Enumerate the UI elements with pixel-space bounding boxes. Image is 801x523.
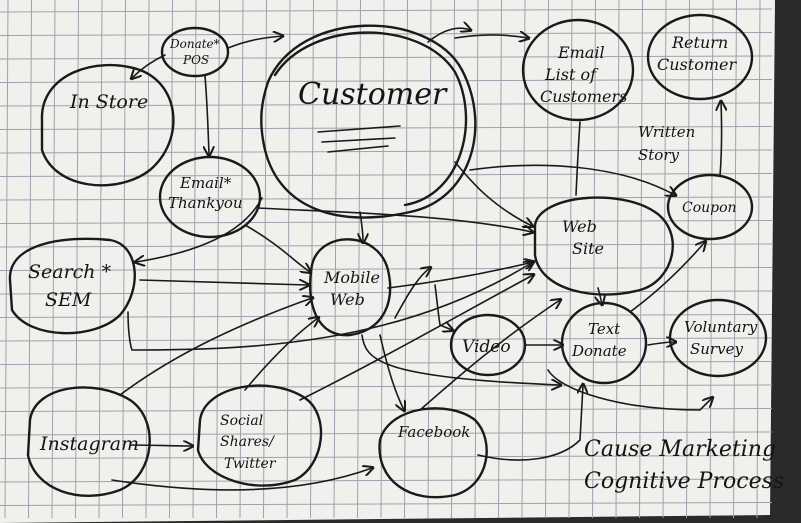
node-donate-pos-line2: POS — [182, 53, 209, 67]
node-written-story-line2: Story — [638, 146, 680, 164]
node-social-shares-line2: Shares/ — [220, 434, 275, 450]
node-return-customer-line1: Return — [671, 33, 728, 52]
node-coupon-label: Coupon — [682, 200, 737, 216]
node-social-shares: Social Shares/ Twitter — [196, 384, 323, 487]
node-email-list-line3: Customers — [540, 87, 627, 106]
node-written-story: Written Story — [638, 123, 695, 164]
node-email-thankyou: Email* Thankyou — [158, 155, 262, 239]
node-social-shares-line3: Twitter — [224, 456, 277, 472]
node-text-donate-line1: Text — [588, 320, 621, 338]
node-donate-pos-line1: Donate* — [169, 37, 220, 51]
node-mobile-web-line1: Mobile — [323, 268, 380, 287]
node-coupon: Coupon — [666, 173, 754, 241]
title-line2: Cognitive Process — [584, 469, 784, 494]
node-text-donate-line2: Donate — [571, 342, 627, 360]
node-email-list-line1: Email — [557, 43, 605, 62]
node-search-sem-line2: SEM — [45, 289, 92, 311]
node-in-store-label: In Store — [69, 91, 148, 113]
node-donate-pos: Donate* POS — [160, 26, 230, 78]
connector-arrows — [111, 28, 722, 491]
node-email-thankyou-line2: Thankyou — [168, 194, 243, 212]
node-in-store: In Store — [40, 63, 175, 187]
node-customer-label: Customer — [298, 77, 448, 112]
node-instagram: Instagram — [26, 386, 151, 497]
node-customer: Customer — [260, 24, 477, 219]
node-video-label: Video — [462, 337, 511, 357]
node-search-sem-line1: Search * — [28, 261, 112, 283]
node-voluntary-survey: Voluntary Survey — [668, 298, 768, 378]
node-return-customer-line2: Customer — [657, 55, 737, 74]
node-web-site-line1: Web — [562, 217, 597, 236]
node-return-customer: Return Customer — [646, 13, 754, 101]
node-email-thankyou-line1: Email* — [179, 174, 232, 192]
node-web-site-line2: Site — [572, 239, 604, 258]
node-email-list-line2: List of — [544, 65, 599, 84]
grid-lines — [0, 0, 773, 519]
node-web-site: Web Site — [533, 196, 674, 296]
title-line1: Cause Marketing — [584, 437, 776, 462]
node-voluntary-survey-line2: Survey — [690, 340, 743, 358]
node-written-story-line1: Written — [638, 123, 695, 141]
node-search-sem: Search * SEM — [8, 237, 136, 335]
node-facebook-label: Facebook — [397, 423, 470, 441]
node-social-shares-line1: Social — [220, 413, 263, 429]
diagram-title: Cause Marketing Cognitive Process — [584, 437, 784, 494]
node-voluntary-survey-line1: Voluntary — [684, 318, 758, 336]
node-instagram-label: Instagram — [39, 433, 139, 455]
node-mobile-web-line2: Web — [330, 290, 365, 309]
node-email-list: Email List of Customers — [521, 18, 635, 122]
